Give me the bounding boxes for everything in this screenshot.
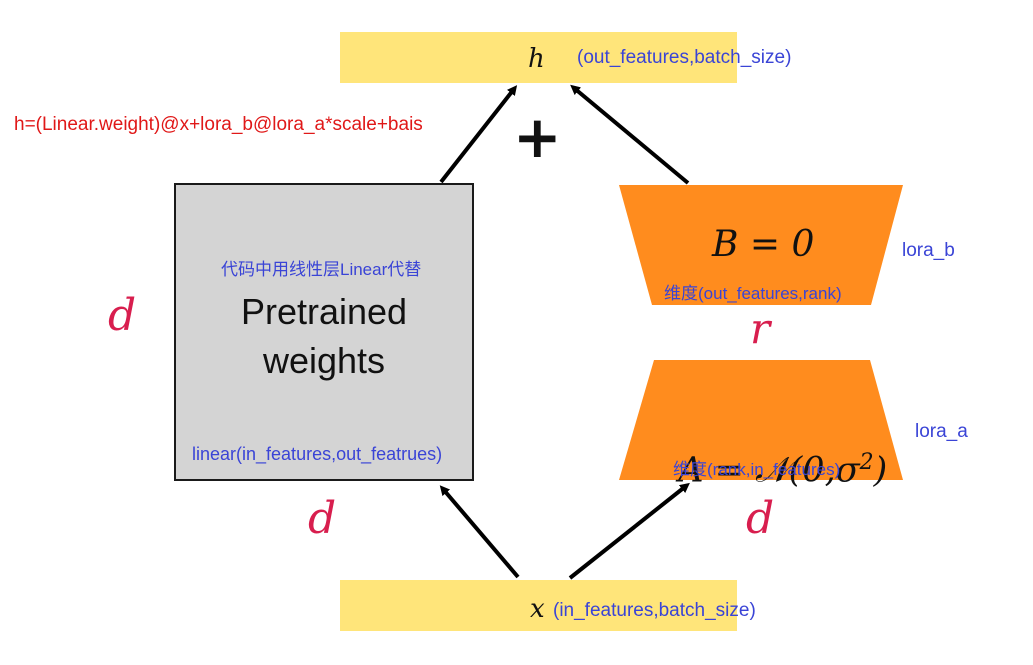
- dim-d-bottom-left: d: [308, 493, 337, 544]
- plus-sign: +: [513, 103, 562, 171]
- lora-b-name: lora_b: [902, 240, 955, 261]
- forward-formula: h=(Linear.weight)@x+lora_b@lora_a*scale+…: [14, 114, 423, 135]
- lora-a-dim-label: 维度(rank,in_features): [673, 460, 841, 479]
- lora-a-eq-args: (0,σ: [788, 450, 860, 491]
- input-shape-label: (in_features,batch_size): [553, 600, 756, 621]
- arrow-pretrained-to-h: [439, 85, 518, 184]
- pretrained-title-line1: Pretrained: [240, 291, 408, 332]
- lora-a-name: lora_a: [915, 421, 968, 442]
- dim-d-bottom-right: d: [746, 493, 775, 544]
- arrow-lora-b-to-h: [570, 84, 690, 185]
- pretrained-weights-box: [174, 183, 474, 481]
- lora-a-eq-normal: 𝒩: [755, 450, 789, 491]
- lora-a-eq-close: ): [873, 450, 888, 491]
- lora-a-trapezoid: [619, 360, 903, 480]
- arrow-x-to-pretrained: [439, 485, 520, 579]
- pretrained-title: Pretrained weights: [176, 288, 472, 385]
- pretrained-title-line2: weights: [262, 339, 386, 381]
- dim-r-middle: r: [750, 304, 771, 353]
- lora-b-equation: B = 0: [712, 224, 815, 265]
- lora-a-eq-exp: 2: [859, 450, 874, 475]
- lora-a-eq-prefix: A =: [678, 450, 756, 491]
- input-symbol: x: [530, 594, 545, 624]
- pretrained-note: 代码中用线性层Linear代替: [221, 260, 422, 279]
- lora-b-trapezoid: [619, 185, 903, 305]
- lora-a-equation: A = 𝒩(0,σ2): [656, 410, 887, 491]
- lora-b-dim-label: 维度(out_features,rank): [664, 284, 842, 303]
- input-bar: [340, 580, 737, 631]
- output-shape-label: (out_features,batch_size): [577, 47, 792, 68]
- pretrained-linear-label: linear(in_features,out_featrues): [192, 444, 443, 464]
- arrow-x-to-lora-a: [568, 482, 690, 580]
- dim-d-left: d: [108, 290, 137, 341]
- output-symbol: h: [528, 44, 545, 74]
- output-bar: [340, 32, 737, 83]
